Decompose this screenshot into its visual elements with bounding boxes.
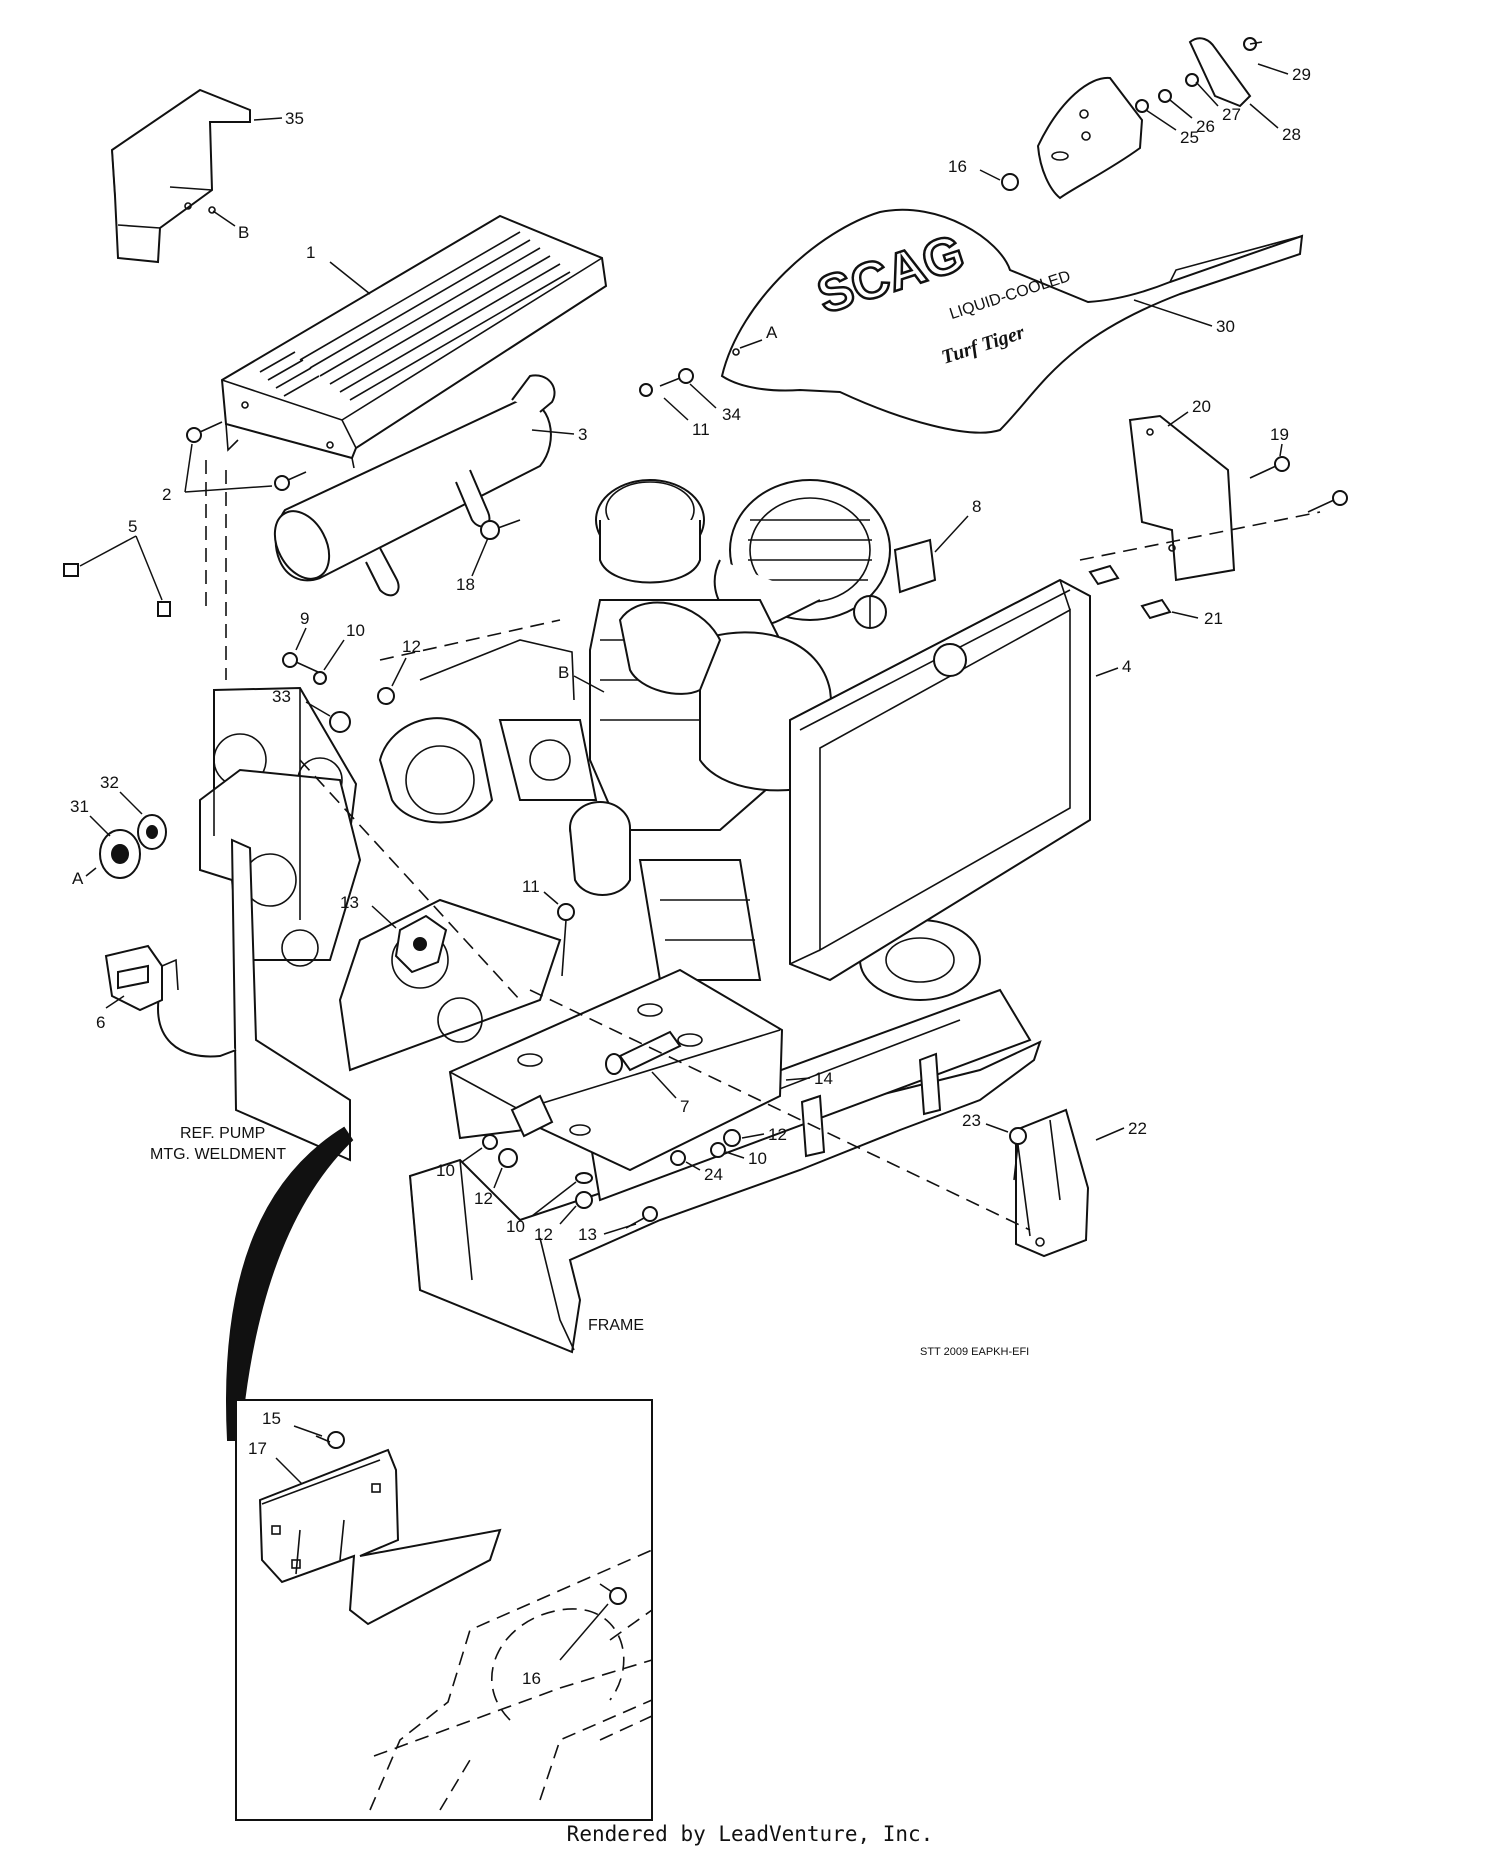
part-2-bolts: 2 bbox=[162, 421, 307, 504]
callout-19: 19 bbox=[1270, 425, 1289, 444]
callout-12-lower-mid: 12 bbox=[534, 1225, 553, 1244]
part-1-heat-shield: 1 bbox=[220, 214, 608, 469]
callout-2: 2 bbox=[162, 485, 171, 504]
callout-15: 15 bbox=[262, 1409, 281, 1428]
callout-28: 28 bbox=[1282, 125, 1301, 144]
callout-5: 5 bbox=[128, 517, 137, 536]
part-16-nut-top: 16 bbox=[948, 157, 1019, 191]
callout-24: 24 bbox=[704, 1165, 723, 1184]
part-23-bolt: 23 bbox=[962, 1111, 1027, 1181]
callout-22: 22 bbox=[1128, 1119, 1147, 1138]
callout-16-top: 16 bbox=[948, 157, 967, 176]
part-10-washer-lower-mid: 10 bbox=[506, 1172, 593, 1236]
part-10-washer-lower-left: 10 bbox=[436, 1134, 498, 1180]
part-12-nut-lower-right: 12 bbox=[723, 1125, 787, 1147]
part-7-fitting: 7 bbox=[605, 1030, 689, 1116]
part-24-washer: 24 bbox=[670, 1150, 723, 1184]
callout-35: 35 bbox=[285, 109, 304, 128]
callout-10-upper: 10 bbox=[346, 621, 365, 640]
part-5-clips: 5 bbox=[63, 517, 171, 617]
part-9-bolt: 9 bbox=[282, 609, 319, 673]
callout-6: 6 bbox=[96, 1013, 105, 1032]
callout-13-lower: 13 bbox=[578, 1225, 597, 1244]
mounting-dash-lines bbox=[299, 511, 1321, 1231]
callout-1: 1 bbox=[306, 243, 315, 262]
frame-label: FRAME bbox=[588, 1317, 644, 1334]
frame-assembly: FRAME bbox=[408, 988, 1042, 1354]
engine-assembly bbox=[569, 479, 981, 1001]
callout-9: 9 bbox=[300, 609, 309, 628]
part-4-radiator: 4 bbox=[789, 578, 1131, 982]
ref-letter-a-left: A bbox=[72, 869, 84, 888]
part-33-washer: 33 bbox=[272, 687, 351, 733]
callout-10-lower-mid: 10 bbox=[506, 1217, 525, 1236]
callout-12-lower-left: 12 bbox=[474, 1189, 493, 1208]
ref-pump-line1: REF. PUMP bbox=[180, 1125, 265, 1142]
callout-3: 3 bbox=[578, 425, 587, 444]
part-31-isolator: 31 A bbox=[70, 797, 141, 888]
callout-10-lower-right: 10 bbox=[748, 1149, 767, 1168]
pump-mounting-weldment bbox=[157, 460, 598, 1162]
callout-18: 18 bbox=[456, 575, 475, 594]
part-12-nut-lower-left: 12 bbox=[474, 1148, 518, 1208]
ref-letter-b-top: B bbox=[238, 223, 249, 242]
part-30-hood-cover: SCAG LIQUID-COOLED Turf Tiger A 30 bbox=[720, 208, 1304, 434]
inset-zoom-arrow bbox=[226, 1126, 354, 1441]
part-12-nut-lower-mid: 12 bbox=[534, 1191, 593, 1244]
hood-bracket-assembly: 29 27 28 26 25 bbox=[1036, 37, 1311, 200]
footer-credit: Rendered by LeadVenture, Inc. bbox=[566, 1822, 934, 1846]
callout-17: 17 bbox=[248, 1439, 267, 1458]
callout-14: 14 bbox=[814, 1069, 833, 1088]
part-11-bolt-lower: 11 bbox=[522, 877, 575, 977]
part-10-washer-lower-right: 10 bbox=[710, 1142, 767, 1168]
ref-pump-line2: MTG. WELDMENT bbox=[150, 1146, 286, 1163]
callout-12-lower-right: 12 bbox=[768, 1125, 787, 1144]
callout-29: 29 bbox=[1292, 65, 1311, 84]
part-13-bolt-lower: 13 bbox=[578, 1206, 658, 1244]
part-18-sensor: 18 bbox=[456, 519, 521, 594]
callout-11-lower: 11 bbox=[522, 877, 540, 896]
drawing-code: STT 2009 EAPKH-EFI bbox=[920, 1346, 1029, 1358]
part-11-34-hood-hardware: 11 34 bbox=[639, 368, 741, 439]
part-35-bracket: 35 B bbox=[110, 88, 304, 264]
callout-33: 33 bbox=[272, 687, 291, 706]
part-21-spacers: 21 bbox=[1088, 564, 1223, 628]
part-32-washer: 32 bbox=[100, 773, 167, 850]
callout-23: 23 bbox=[962, 1111, 981, 1130]
part-10-washer-upper: 10 bbox=[313, 621, 365, 685]
callout-25: 25 bbox=[1180, 128, 1199, 147]
callout-11-hood: 11 bbox=[692, 420, 710, 439]
callout-4: 4 bbox=[1122, 657, 1131, 676]
part-8-fitting: 8 bbox=[893, 497, 981, 594]
callout-7: 7 bbox=[680, 1097, 689, 1116]
callout-20: 20 bbox=[1192, 397, 1211, 416]
callout-30: 30 bbox=[1216, 317, 1235, 336]
callout-34: 34 bbox=[722, 405, 741, 424]
part-20-bracket: 20 bbox=[1128, 397, 1236, 582]
callout-12-upper: 12 bbox=[402, 637, 421, 656]
part-22-bracket: 22 bbox=[1015, 1108, 1147, 1258]
callout-31: 31 bbox=[70, 797, 89, 816]
part-12-nut-upper: 12 bbox=[377, 637, 421, 705]
ref-letter-b-mid: B bbox=[558, 663, 569, 682]
detail-inset: 15 17 16 bbox=[235, 1399, 653, 1821]
callout-8: 8 bbox=[972, 497, 981, 516]
part-19-bolts: 19 bbox=[1249, 425, 1348, 513]
part-13-bracket-upper: 13 bbox=[340, 893, 448, 974]
callout-21: 21 bbox=[1204, 609, 1223, 628]
callout-16-inset: 16 bbox=[522, 1669, 541, 1688]
part-6-switch: 6 bbox=[96, 944, 179, 1032]
ref-letter-a-hood: A bbox=[766, 323, 778, 342]
callout-10-lower-left: 10 bbox=[436, 1161, 455, 1180]
callout-27: 27 bbox=[1222, 105, 1241, 124]
callout-13-upper: 13 bbox=[340, 893, 359, 912]
callout-32: 32 bbox=[100, 773, 119, 792]
callout-26: 26 bbox=[1196, 117, 1215, 136]
part-3-muffler: 3 bbox=[273, 374, 587, 597]
